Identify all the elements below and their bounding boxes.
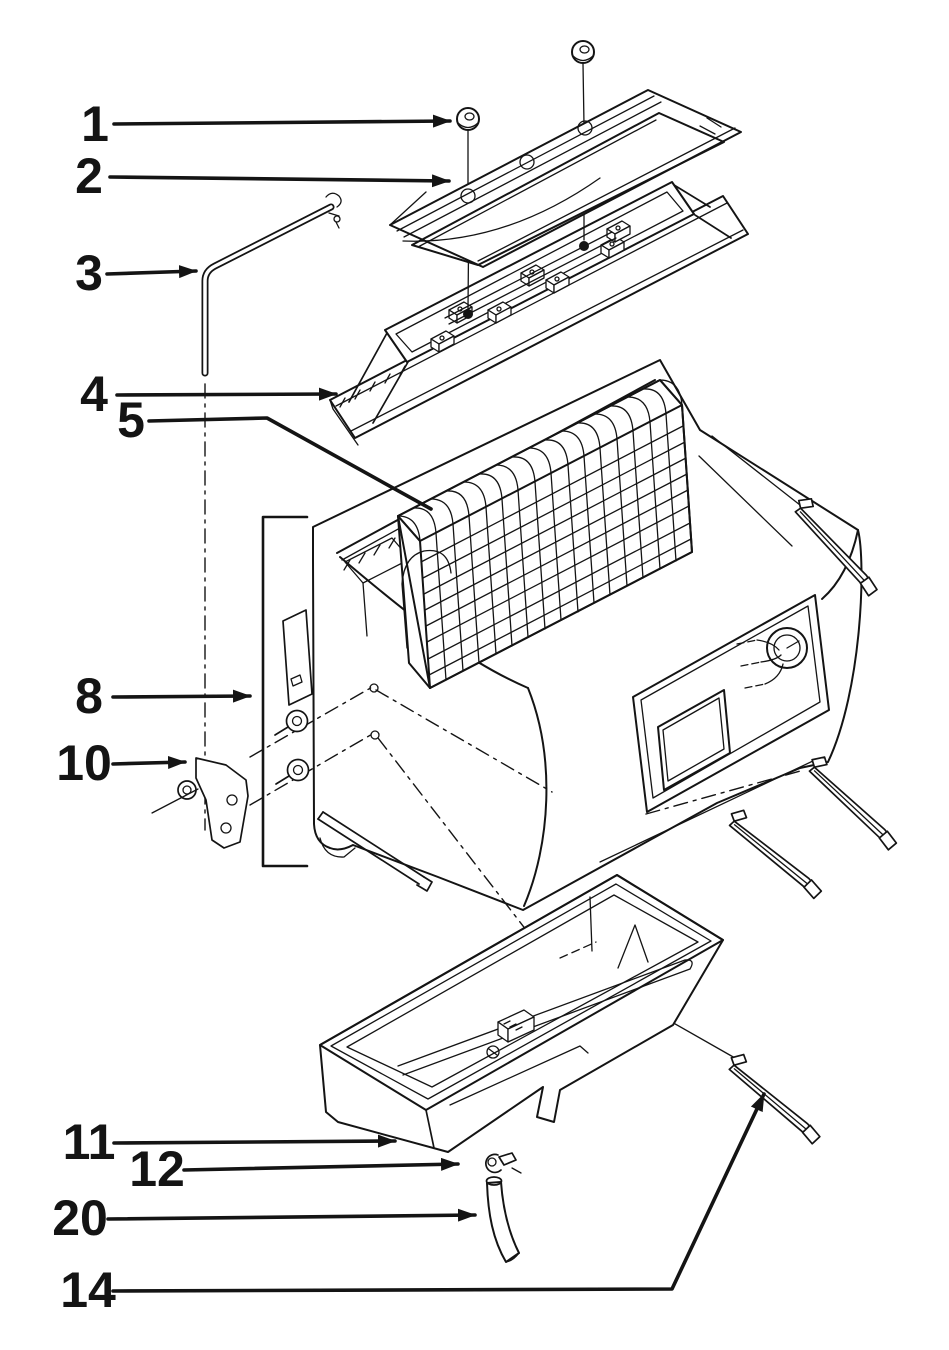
thermostat-knob: [766, 627, 808, 669]
callout-11: 11: [63, 1114, 116, 1170]
callout-2: 2: [75, 148, 103, 204]
callout-5: 5: [117, 392, 145, 448]
part-drain-hose: [485, 1176, 520, 1263]
callout-3: 3: [75, 245, 103, 301]
mounting-screw-upper: [274, 709, 309, 736]
callout-14: 14: [60, 1262, 116, 1318]
callout-8: 8: [75, 668, 103, 724]
trim-strip-bottom-center: [714, 805, 839, 901]
callout-12: 12: [129, 1141, 185, 1197]
pan-heater-block: [497, 1009, 535, 1043]
part-screw-left: [456, 107, 480, 131]
projection-lines: [375, 435, 816, 1059]
callout-leaders: [105, 114, 766, 1293]
part-drain-pan: [319, 874, 724, 1153]
part-control-panel: [632, 594, 830, 813]
trim-strip-bottom: [713, 1049, 838, 1147]
part-hinge-bracket: [151, 757, 249, 849]
callout-10: 10: [56, 735, 112, 791]
callout-labels: 1 2 3 4 5 8 10 11 12 20 14: [52, 96, 185, 1318]
part-screw-right: [571, 40, 595, 64]
part-capillary-tube: [201, 192, 342, 377]
callout-20: 20: [52, 1190, 108, 1246]
part-hose-clamp: [485, 1152, 522, 1174]
part-evaporator-housing: [329, 63, 749, 446]
part-top-cover: [389, 89, 742, 268]
mounting-screw-lower: [275, 758, 310, 785]
callout-1: 1: [81, 96, 109, 152]
part-side-bracket-group: [249, 515, 380, 868]
callout-4: 4: [80, 366, 108, 422]
part-evaporator-coil: [397, 379, 693, 689]
trim-strip-mid-right: [792, 751, 916, 853]
